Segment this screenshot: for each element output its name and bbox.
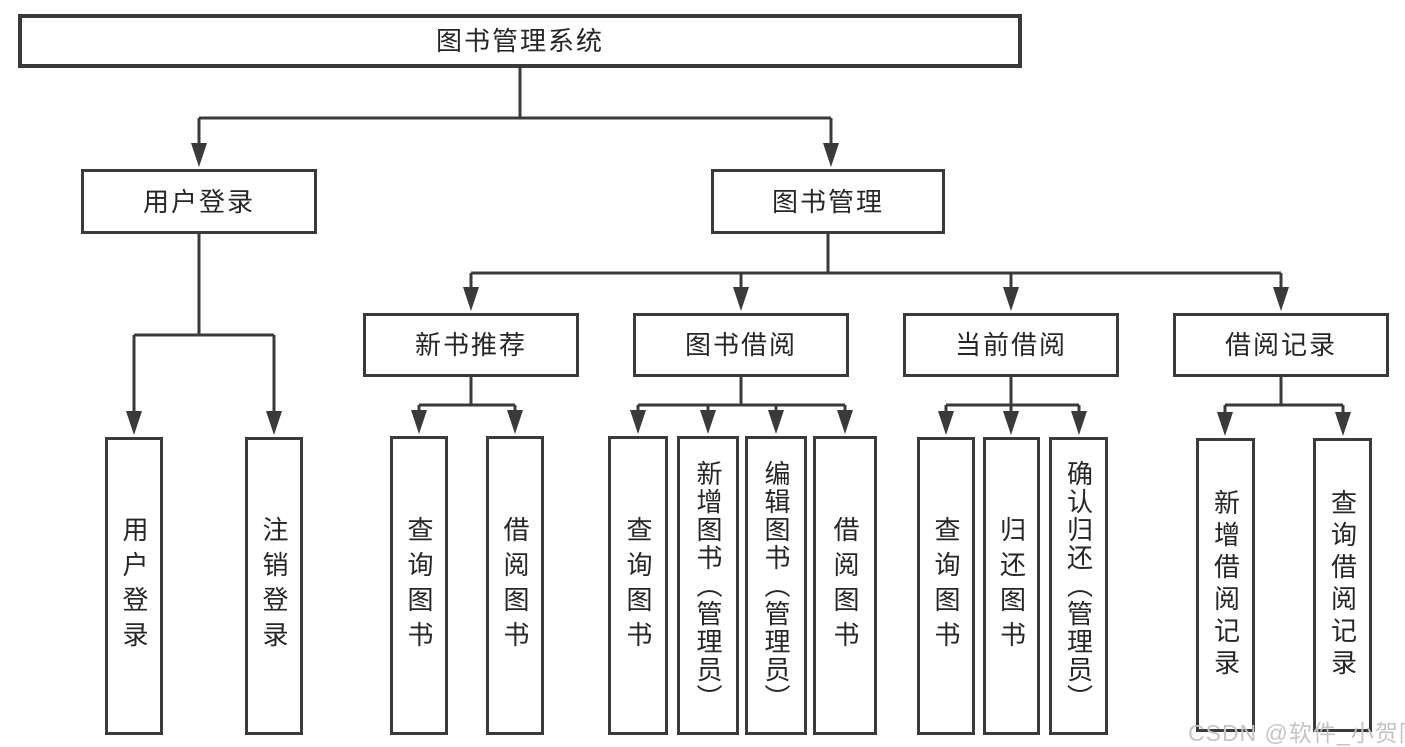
node-new-book-recommendation: 新书推荐 [363, 313, 579, 377]
leaf-edit-books-admin: 编辑图书（管理员） [745, 436, 807, 735]
arrowheads [126, 143, 1351, 436]
leaf-query-books: 查询图书 [390, 436, 448, 735]
leaf-query-books: 查询图书 [608, 436, 668, 735]
csdn-watermark: CSDN @软件_小贺同学 [1188, 720, 1405, 746]
connector-root-to-level2 [197, 68, 833, 148]
leaf-return-books: 归还图书 [983, 437, 1040, 735]
node-library-management-system: 图书管理系统 [18, 14, 1022, 68]
leaf-logout: 注销登录 [245, 437, 303, 735]
leaf-query-borrow-record: 查询借阅记录 [1313, 438, 1372, 732]
leaf-confirm-return-admin: 确认归还（管理员） [1049, 437, 1108, 735]
connector-bookborrow-to-leaves [636, 377, 847, 415]
node-user-login: 用户登录 [81, 169, 317, 234]
node-borrowing-records: 借阅记录 [1173, 313, 1389, 377]
leaf-query-books: 查询图书 [917, 437, 975, 735]
connector-newbookrec-to-leaves [417, 377, 517, 415]
connector-bookmgmt-to-level3 [469, 234, 1283, 292]
node-book-management: 图书管理 [711, 169, 945, 234]
node-current-borrowing: 当前借阅 [903, 313, 1119, 377]
leaf-borrow-books: 借阅图书 [813, 436, 877, 735]
leaf-add-borrow-record: 新增借阅记录 [1196, 438, 1255, 732]
connector-currentborrow-to-leaves [944, 377, 1081, 415]
leaf-add-books-admin: 新增图书（管理员） [677, 436, 739, 735]
connector-userlogin-to-leaves [132, 234, 276, 415]
node-book-borrowing: 图书借阅 [633, 313, 849, 377]
connector-borrowrecord-to-leaves [1223, 377, 1345, 415]
leaf-borrow-books: 借阅图书 [486, 436, 544, 735]
leaf-user-login: 用户登录 [105, 437, 163, 735]
